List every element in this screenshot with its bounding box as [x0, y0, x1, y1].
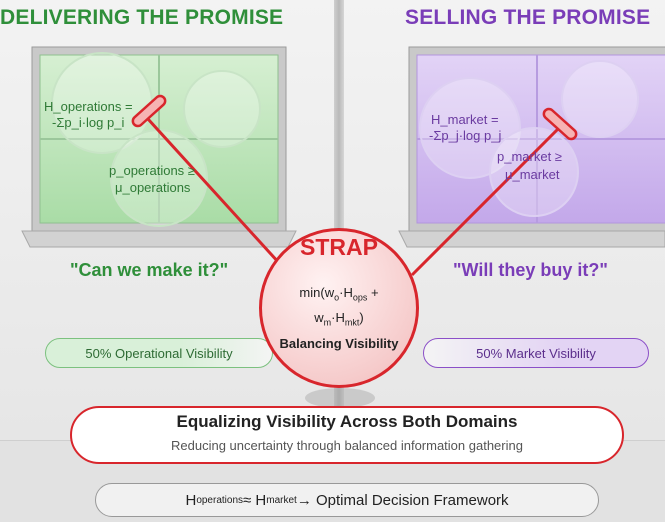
operations-question: "Can we make it?" [70, 260, 229, 280]
market-entropy-line1: H_market = [431, 112, 499, 127]
market-question: "Will they buy it?" [453, 260, 608, 280]
panel-divider [334, 0, 344, 440]
operations-entropy-line1: H_operations = [44, 99, 133, 114]
market-window [398, 46, 665, 248]
market-constraint-line2: μ_market [505, 167, 560, 182]
operations-constraint-line1: p_operations ≥ [109, 163, 195, 178]
operations-window [21, 46, 297, 248]
market-entropy-line2: -Σp_j·log p_j [429, 128, 502, 143]
strap-subtitle: Balancing Visibility [279, 336, 399, 351]
selling-heading: SELLING THE PROMISE [405, 6, 651, 29]
summary-title: Equalizing Visibility Across Both Domain… [176, 412, 518, 431]
strap-formula: min(wo·Hops + wm·Hmkt) [299, 285, 379, 328]
strap-shadow [305, 388, 375, 408]
summary-subtitle: Reducing uncertainty through balanced in… [171, 438, 523, 453]
delivering-heading: DELIVERING THE PROMISE [0, 6, 284, 29]
operations-entropy-line2: -Σp_i·log p_i [52, 115, 125, 130]
summary-box [70, 406, 624, 464]
operational-visibility-pill: 50% Operational Visibility [45, 338, 273, 368]
strap-title: STRAP [300, 234, 378, 260]
strap-circle [259, 228, 419, 388]
market-constraint-line1: p_market ≥ [497, 149, 562, 164]
operations-constraint-line2: μ_operations [115, 180, 191, 195]
market-visibility-pill: 50% Market Visibility [423, 338, 649, 368]
strap-lines [131, 94, 578, 277]
